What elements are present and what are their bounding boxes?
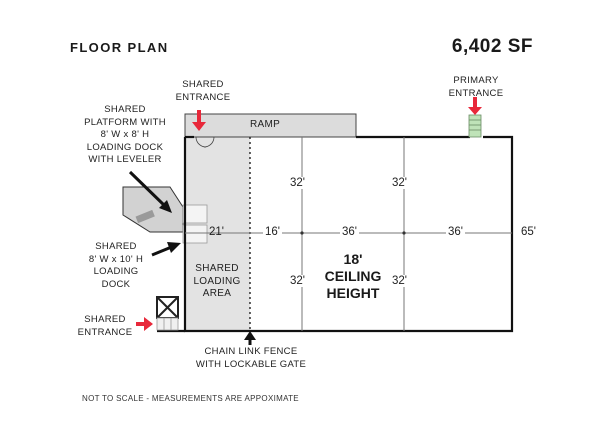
column-point-2 xyxy=(402,231,406,235)
page-title: FLOOR PLAN xyxy=(70,40,169,55)
primary-entrance-label: PRIMARY ENTRANCE xyxy=(448,75,504,99)
arrow-icon xyxy=(128,170,172,213)
shared-platform-label: SHARED PLATFORM WITH 8' W x 8' H LOADING… xyxy=(84,104,166,165)
loading-dock-door-upper xyxy=(182,204,208,224)
scale-disclaimer: NOT TO SCALE - MEASUREMENTS ARE APPOXIMA… xyxy=(82,394,299,403)
ramp-label: RAMP xyxy=(249,119,281,130)
dimension-16: 16' xyxy=(263,226,282,238)
shared-entrance-top-label: SHARED ENTRANCE xyxy=(175,79,231,103)
shared-loading-area-label: SHARED LOADING AREA xyxy=(193,263,241,299)
arrow-icon xyxy=(151,242,181,257)
dimension-21: 21' xyxy=(209,226,224,238)
dock-leveler xyxy=(135,209,155,224)
arrow-icon xyxy=(192,110,206,131)
column-point-1 xyxy=(300,231,304,235)
dimension-65: 65' xyxy=(521,226,536,238)
dimension-32-bottom-right: 32' xyxy=(390,275,409,287)
arrow-icon xyxy=(468,97,482,115)
chain-link-fence-label: CHAIN LINK FENCE WITH LOCKABLE GATE xyxy=(195,346,307,370)
ceiling-height-label: 18' CEILING HEIGHT xyxy=(324,251,382,301)
door-swing-right xyxy=(203,136,215,148)
dimension-32-top-right: 32' xyxy=(390,177,409,189)
dimension-36-right: 36' xyxy=(446,226,465,238)
square-footage: 6,402 SF xyxy=(451,36,533,57)
shared-loading-dock-label: SHARED 8' W x 10' H LOADING DOCK xyxy=(88,241,144,290)
arrow-icon xyxy=(244,331,256,345)
building-wall xyxy=(183,135,514,333)
dimension-32-bottom-left: 32' xyxy=(288,275,307,287)
stairs-icon xyxy=(468,114,482,138)
arrow-icon xyxy=(136,317,153,331)
crate-icon xyxy=(156,296,179,331)
shared-entrance-bottom-label: SHARED ENTRANCE xyxy=(77,314,133,338)
dimension-32-top-left: 32' xyxy=(288,177,307,189)
ramp xyxy=(184,113,357,138)
loading-dock-door-lower xyxy=(182,224,208,244)
dimension-36-left: 36' xyxy=(340,226,359,238)
